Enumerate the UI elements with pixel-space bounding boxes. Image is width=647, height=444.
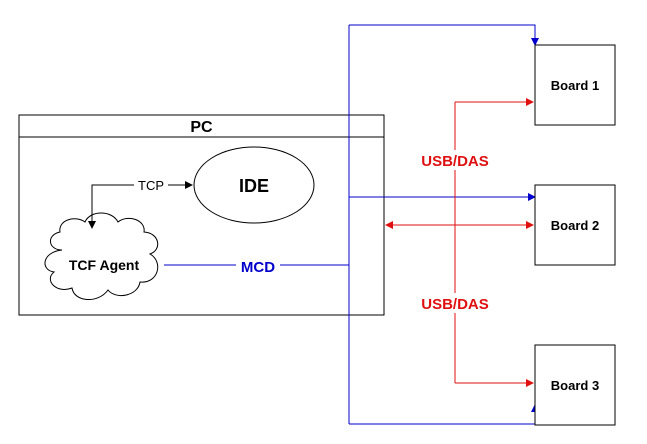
cloud-shape — [44, 212, 159, 300]
board-2-label: Board 2 — [551, 218, 599, 233]
usb-das-links: USB/DAS USB/DAS — [385, 98, 534, 387]
board-3-label: Board 3 — [551, 378, 599, 393]
pc-title: PC — [190, 119, 213, 136]
tcf-agent-label: TCF Agent — [69, 257, 140, 273]
board-3: Board 3 — [534, 344, 616, 426]
mcd-label: MCD — [241, 259, 275, 276]
tcf-agent-node: TCF Agent — [44, 212, 159, 300]
board-1: Board 1 — [534, 44, 616, 126]
ide-node: IDE — [193, 146, 315, 224]
usb-das-bottom-label: USB/DAS — [421, 296, 489, 313]
board-1-label: Board 1 — [551, 78, 599, 93]
tcp-connector: TCP — [88, 177, 193, 229]
tcp-label: TCP — [138, 178, 164, 193]
board-2: Board 2 — [534, 184, 616, 266]
mcd-bus: MCD — [164, 24, 539, 425]
ide-label: IDE — [239, 176, 269, 196]
pc-header — [18, 114, 385, 138]
usb-das-top-label: USB/DAS — [421, 153, 489, 170]
